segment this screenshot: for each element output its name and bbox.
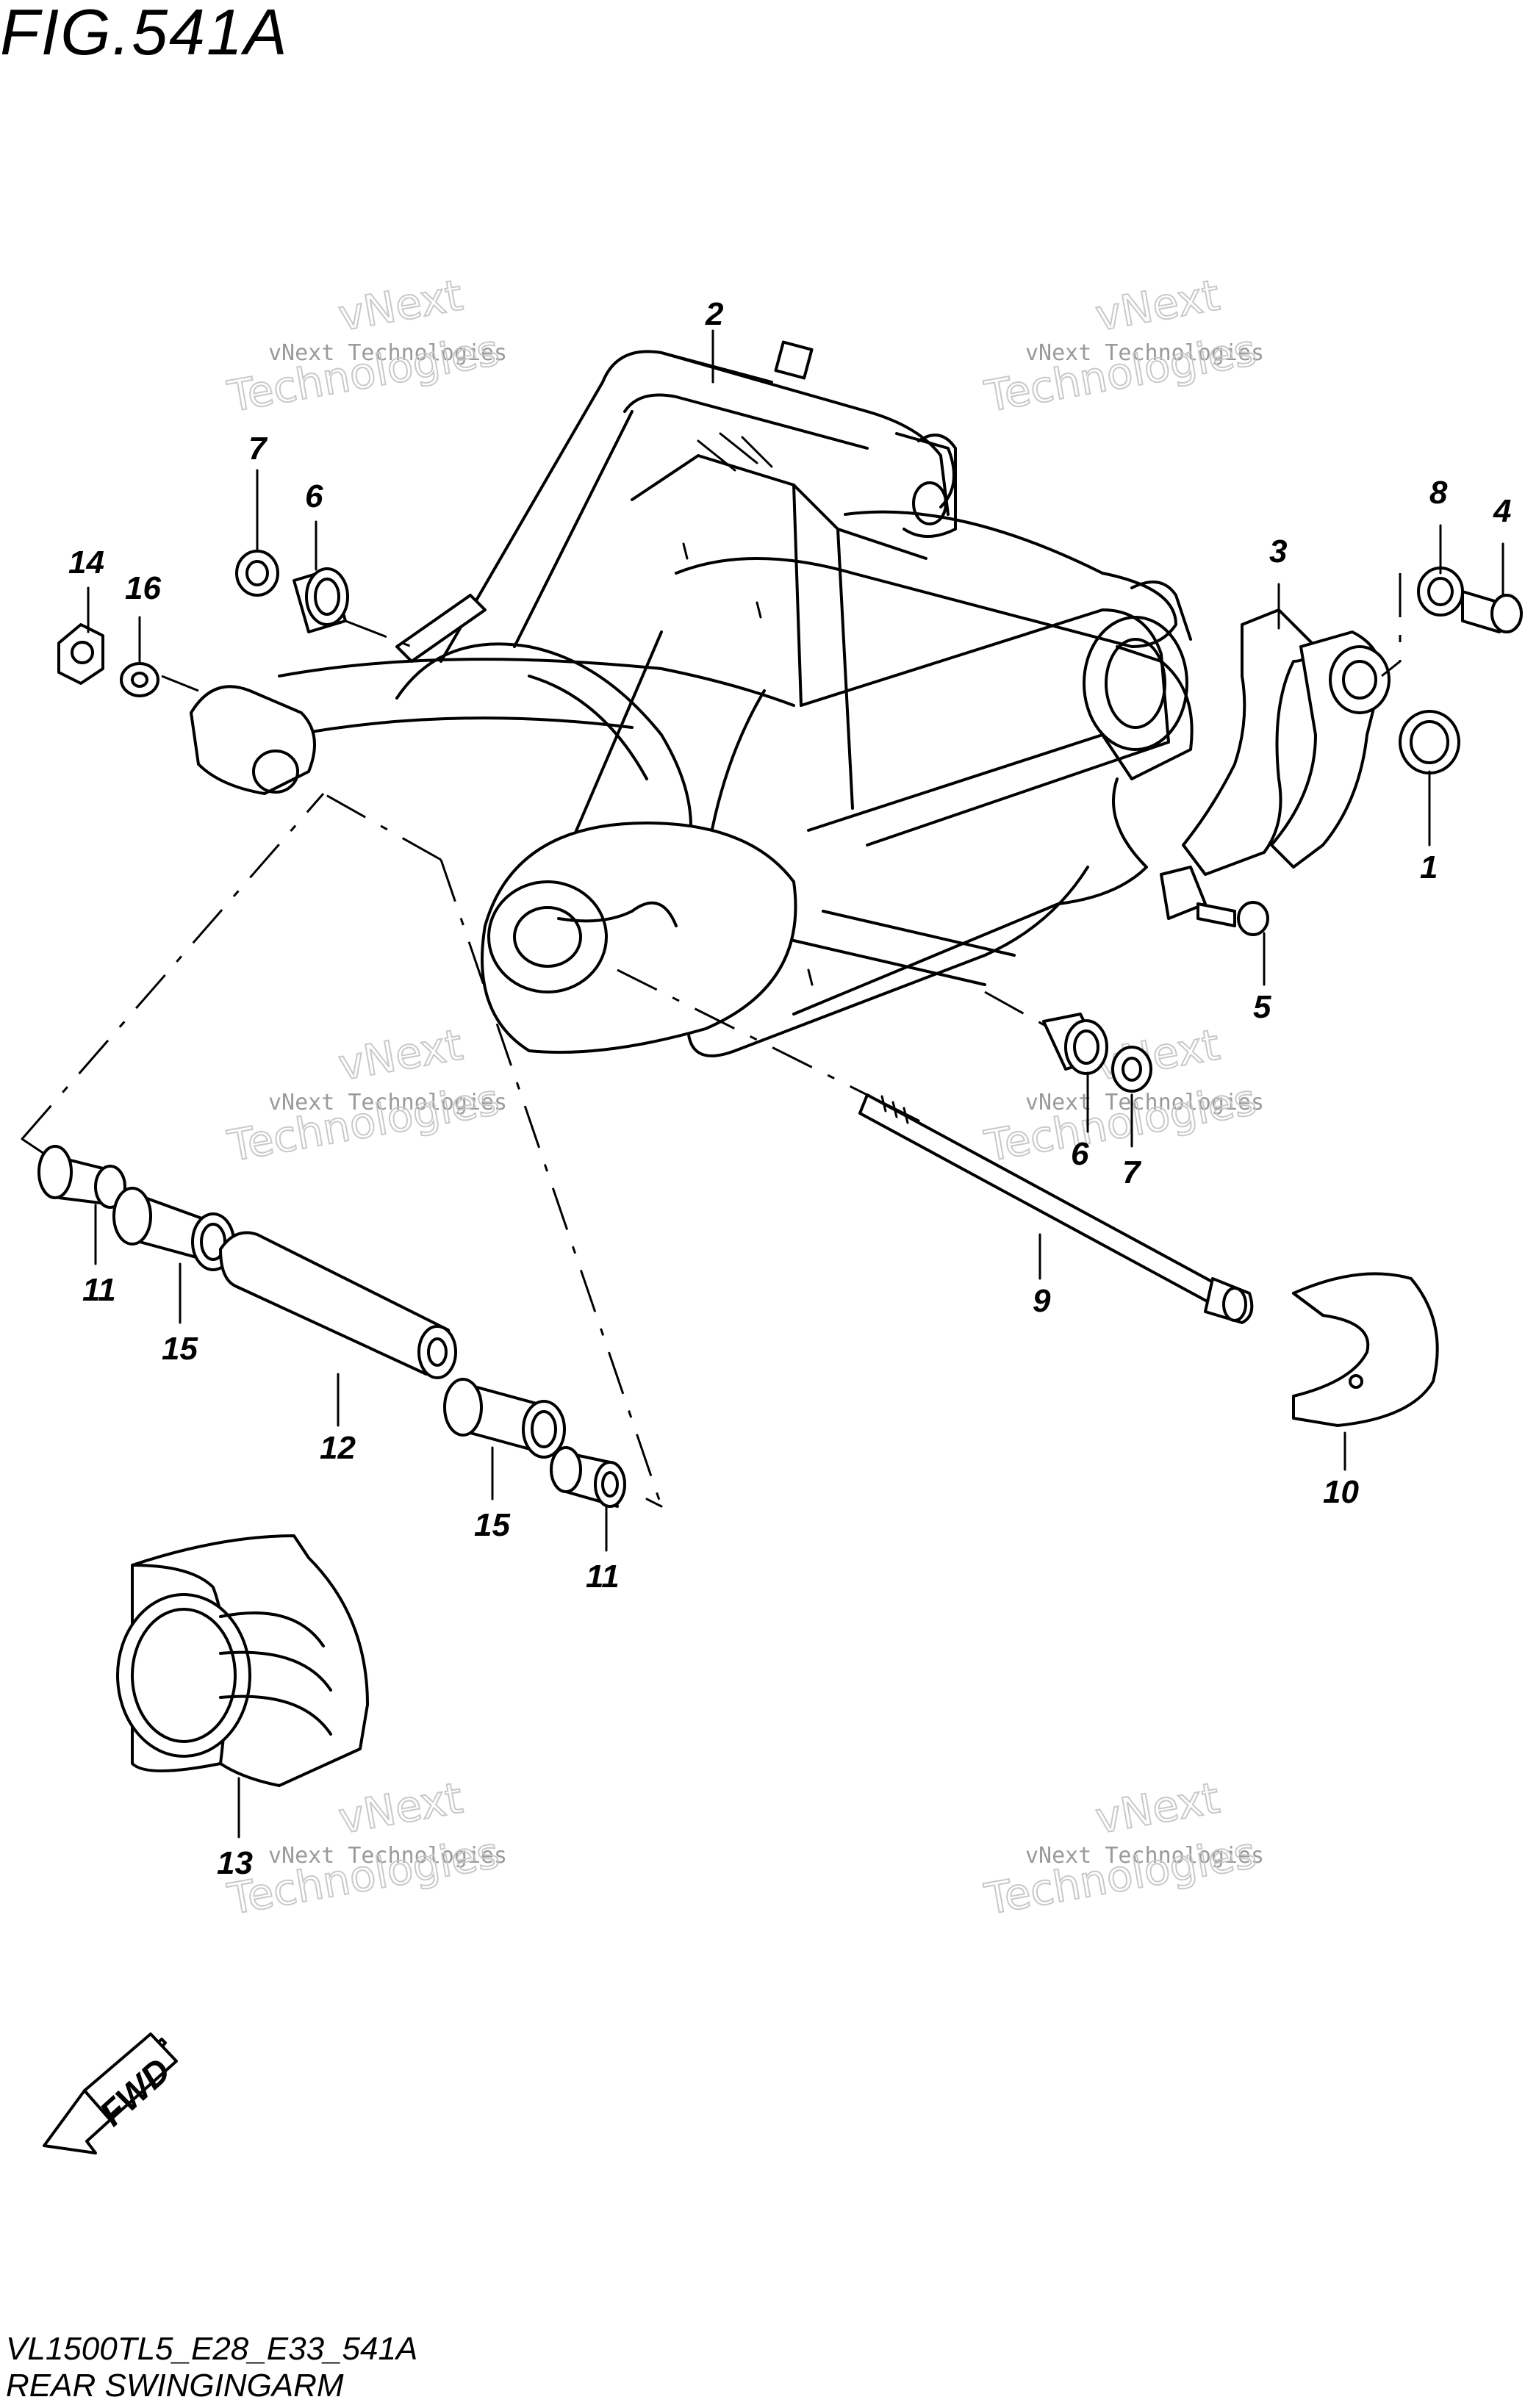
explode-line-top (323, 792, 442, 861)
callout-16: 16 (125, 570, 161, 606)
watermark-big-top: vNext (1092, 1772, 1224, 1843)
callout-7-top: 7 (248, 431, 268, 467)
callout-9: 9 (1033, 1283, 1051, 1319)
watermark-text: vNext Technologies (1025, 1090, 1264, 1115)
explode-line-tick (645, 1498, 663, 1508)
watermark-big-top: vNext (1092, 1019, 1224, 1090)
cover-10 (1292, 1272, 1439, 1427)
bearing-guide-line (345, 619, 412, 648)
explode-line-right (439, 859, 663, 1507)
watermark-big-top: vNext (335, 270, 467, 340)
callout-6-top: 6 (305, 478, 323, 514)
callout-11-right: 11 (586, 1559, 620, 1595)
watermark-top-right: vNext Technologies vNext Technologies (980, 269, 1264, 423)
callout-5: 5 (1253, 989, 1271, 1025)
watermarks: vNext Technologies vNext Technologies vN… (223, 269, 1264, 1925)
washer-7-top (235, 550, 279, 597)
swingarm-frame (190, 340, 1194, 1057)
callout-15-left: 15 (162, 1331, 198, 1367)
torque-arm (1160, 608, 1391, 920)
rubber-boot-13 (116, 1534, 369, 1787)
explode-line-left (21, 793, 325, 1140)
leader-lines (87, 329, 1504, 1839)
callout-8: 8 (1429, 475, 1448, 511)
explode-line-tick (21, 1137, 46, 1155)
screw-5 (1196, 901, 1269, 936)
watermark-mid-left: vNext Technologies vNext Technologies (223, 1018, 507, 1172)
watermark-text: vNext Technologies (268, 340, 507, 366)
model-code: VL1500TL5_E28_E33_541A (6, 2331, 418, 2367)
watermark-big-bottom: Technologies (224, 1827, 503, 1924)
callout-12: 12 (320, 1430, 356, 1466)
figure-title: FIG.541A (0, 0, 289, 68)
watermark-big-top: vNext (335, 1772, 467, 1843)
watermark-big-bottom: Technologies (224, 325, 503, 422)
watermark-mid-right: vNext Technologies vNext Technologies (980, 1018, 1264, 1172)
callout-14: 14 (68, 545, 104, 581)
washer-guide-line (161, 675, 199, 692)
watermark-big-top: vNext (1092, 270, 1224, 340)
cap-1 (1399, 710, 1460, 774)
bearing-15-left (112, 1187, 235, 1271)
watermark-big-bottom: Technologies (981, 325, 1260, 422)
fwd-arrow-icon: FWD (43, 2033, 179, 2154)
callout-15-right: 15 (474, 1507, 510, 1543)
watermark-big-bottom: Technologies (981, 1827, 1260, 1924)
callout-3: 3 (1269, 533, 1287, 569)
callout-7-right: 7 (1122, 1154, 1142, 1190)
bolt-4 (1461, 590, 1523, 633)
bearing-6-right (1042, 1013, 1108, 1075)
watermark-bottom-right: vNext Technologies vNext Technologies (980, 1772, 1264, 1925)
watermark-big-bottom: Technologies (224, 1074, 503, 1171)
callout-11-left: 11 (82, 1272, 116, 1308)
watermark-text: vNext Technologies (268, 1843, 507, 1869)
callout-6-right: 6 (1071, 1136, 1089, 1172)
watermark-big-top: vNext (335, 1019, 467, 1090)
diagram-subtitle: REAR SWINGINGARM (6, 2368, 344, 2404)
callout-13: 13 (217, 1845, 253, 1881)
callout-4: 4 (1493, 493, 1511, 529)
bushing-11-right (550, 1446, 626, 1508)
callout-1: 1 (1420, 849, 1438, 885)
washer-7-right (1111, 1046, 1152, 1093)
bolt-4-guide-line (1381, 573, 1402, 678)
bearing-right-guide-line (984, 991, 1052, 1030)
watermark-top-left: vNext Technologies vNext Technologies (223, 269, 507, 423)
bushing-11-left (37, 1145, 126, 1209)
callouts: 2 3 4 8 1 5 6 7 6 7 9 10 11 15 12 13 14 … (68, 296, 1511, 1881)
bearing-15-right (443, 1378, 566, 1459)
callout-10: 10 (1323, 1474, 1359, 1510)
nut-8 (1417, 567, 1464, 617)
watermark-text: vNext Technologies (1025, 340, 1264, 366)
bearing-6-top (293, 567, 349, 633)
pivot-shaft-9 (858, 1093, 1254, 1324)
nut-14 (57, 623, 104, 685)
spacer-12 (219, 1231, 457, 1379)
watermark-big-bottom: Technologies (981, 1074, 1260, 1171)
watermark-text: vNext Technologies (1025, 1843, 1264, 1869)
watermark-bottom-left: vNext Technologies vNext Technologies (223, 1772, 507, 1925)
callout-2: 2 (705, 296, 724, 332)
washer-16 (120, 662, 159, 697)
watermark-text: vNext Technologies (268, 1090, 507, 1115)
